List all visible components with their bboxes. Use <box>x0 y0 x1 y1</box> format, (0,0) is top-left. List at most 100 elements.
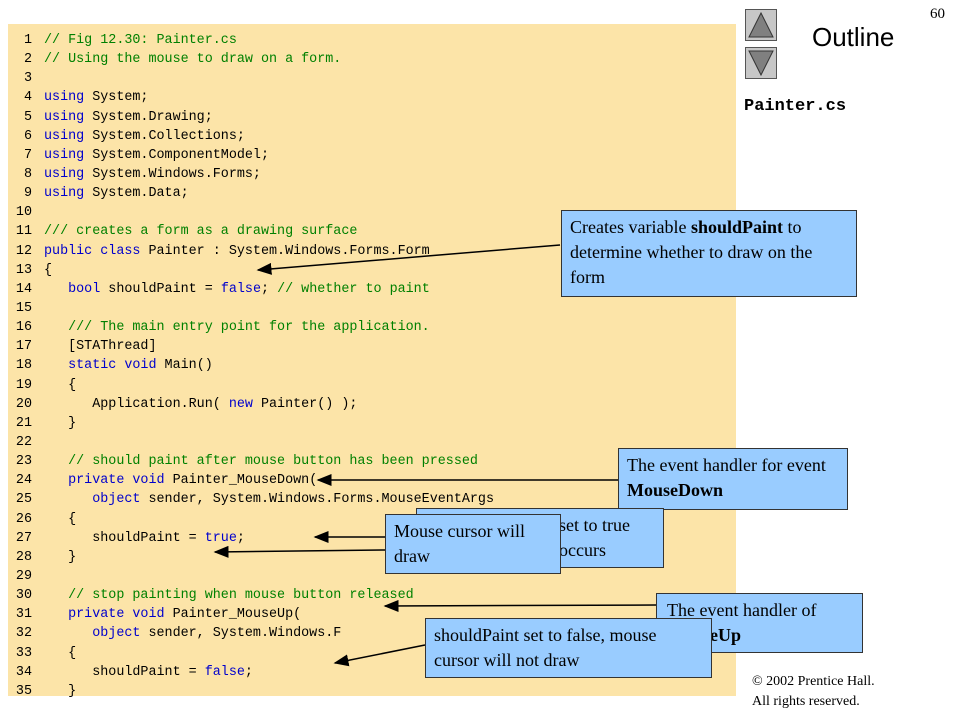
code-text: // Using the mouse to draw on a form. <box>44 52 341 67</box>
callout-text: to determine whether to draw on the form <box>570 217 813 287</box>
callout-should-paint-false: shouldPaint set to false, mouse cursor w… <box>425 618 712 678</box>
code-token: Painter_MouseUp( <box>164 607 302 623</box>
code-comment: // stop painting when mouse button relea… <box>68 588 414 604</box>
line-number: 28 <box>15 549 32 565</box>
code-token: Painter_MouseDown( <box>164 473 318 489</box>
code-comment: // Fig 12.30: Painter.cs <box>44 33 237 48</box>
code-token: Main() <box>156 358 213 374</box>
line-number: 25 <box>15 492 32 508</box>
callout-text: set to true occurs <box>559 515 630 560</box>
code-text: // stop painting when mouse button relea… <box>44 588 414 603</box>
line-number: 18 <box>15 358 32 374</box>
code-line: 7 using System.ComponentModel; <box>8 146 494 165</box>
line-number: 21 <box>15 415 32 431</box>
code-keyword: using <box>44 109 85 125</box>
code-token: System.Windows.Forms; <box>84 166 261 182</box>
code-token: } <box>44 415 77 431</box>
code-text: } <box>44 684 76 699</box>
code-token: ; <box>261 281 278 297</box>
code-token: System.Data; <box>84 186 189 202</box>
line-number: 35 <box>15 683 32 699</box>
callout-text: The event handler for event <box>627 455 826 475</box>
code-text: // Fig 12.30: Painter.cs <box>44 33 237 48</box>
code-line: 10 <box>8 203 494 222</box>
code-text: bool shouldPaint = false; // whether to … <box>44 282 430 297</box>
nav-down-button[interactable] <box>745 47 777 79</box>
code-line: 19 { <box>8 376 494 395</box>
code-text: { <box>44 646 76 661</box>
line-number: 9 <box>23 186 32 202</box>
code-token: } <box>44 549 77 565</box>
code-comment: // Using the mouse to draw on a form. <box>44 52 342 68</box>
nav-up-button[interactable] <box>745 9 777 41</box>
code-token: sender, System.Windows.F <box>140 626 342 642</box>
line-number: 30 <box>15 588 32 604</box>
code-keyword: using <box>44 186 85 202</box>
code-keyword: true <box>204 530 237 546</box>
code-text: using System; <box>44 90 148 105</box>
code-line: 9 using System.Data; <box>8 184 494 203</box>
triangle-up-icon <box>748 11 774 38</box>
code-text: /// creates a form as a drawing surface <box>44 224 357 239</box>
code-keyword: static void <box>68 358 157 374</box>
code-comment: // whether to paint <box>277 281 430 297</box>
code-token: Application.Run( <box>44 396 229 412</box>
code-line: 32 object sender, System.Windows.F <box>8 624 494 643</box>
line-number: 34 <box>15 664 32 680</box>
line-number: 20 <box>15 396 32 412</box>
code-line: 20 Application.Run( new Painter() ); <box>8 395 494 414</box>
code-token: Painter : System.Windows.Forms.Form <box>140 243 430 259</box>
line-number: 32 <box>15 626 32 642</box>
line-number: 17 <box>15 339 32 355</box>
line-number: 3 <box>23 71 32 87</box>
code-keyword: using <box>44 90 85 106</box>
line-number: 7 <box>23 147 32 163</box>
code-text: shouldPaint = true; <box>44 531 245 546</box>
line-number: 1 <box>23 33 32 48</box>
code-line: 25 object sender, System.Windows.Forms.M… <box>8 490 494 509</box>
code-token: ; <box>236 530 245 546</box>
code-text: shouldPaint = false; <box>44 665 253 680</box>
code-keyword: bool <box>68 281 101 297</box>
arrow-paint-false <box>333 644 426 667</box>
code-line: 33 { <box>8 644 494 663</box>
code-text: using System.ComponentModel; <box>44 148 269 163</box>
code-keyword: object <box>92 492 141 508</box>
code-comment: /// The main entry point for the applica… <box>68 320 430 336</box>
code-token: shouldPaint = <box>100 281 221 297</box>
line-number: 10 <box>15 205 32 221</box>
code-token: System; <box>84 90 149 106</box>
line-number: 26 <box>15 511 32 527</box>
code-line: 1 // Fig 12.30: Painter.cs <box>8 31 494 50</box>
outline-label: Outline <box>812 22 895 52</box>
code-text: } <box>44 550 76 565</box>
line-number: 4 <box>23 90 32 106</box>
code-line: 14 bool shouldPaint = false; // whether … <box>8 280 494 299</box>
code-keyword: using <box>44 147 85 163</box>
line-number: 5 <box>23 109 32 125</box>
line-number: 8 <box>23 166 32 182</box>
code-text: Application.Run( new Painter() ); <box>44 397 357 412</box>
line-number: 15 <box>15 300 32 316</box>
code-line: 30 // stop painting when mouse button re… <box>8 586 494 605</box>
code-keyword: false <box>220 281 261 297</box>
code-line: 29 <box>8 567 494 586</box>
code-text: using System.Data; <box>44 186 189 201</box>
arrow-should-paint <box>256 244 561 275</box>
callout-bold: shouldPaint <box>690 217 783 237</box>
code-keyword: object <box>92 626 141 642</box>
code-line: 34 shouldPaint = false; <box>8 663 494 682</box>
code-line: 31 private void Painter_MouseUp( <box>8 605 494 624</box>
copyright-line1: © 2002 Prentice Hall. <box>752 674 875 689</box>
code-text: static void Main() <box>44 358 213 373</box>
code-token: shouldPaint = <box>44 530 205 546</box>
line-number: 11 <box>15 224 32 240</box>
code-keyword: false <box>204 664 245 680</box>
line-number: 33 <box>15 645 32 661</box>
code-line: 13{ <box>8 261 494 280</box>
line-number: 6 <box>23 128 32 144</box>
code-line: 3 <box>8 69 494 88</box>
